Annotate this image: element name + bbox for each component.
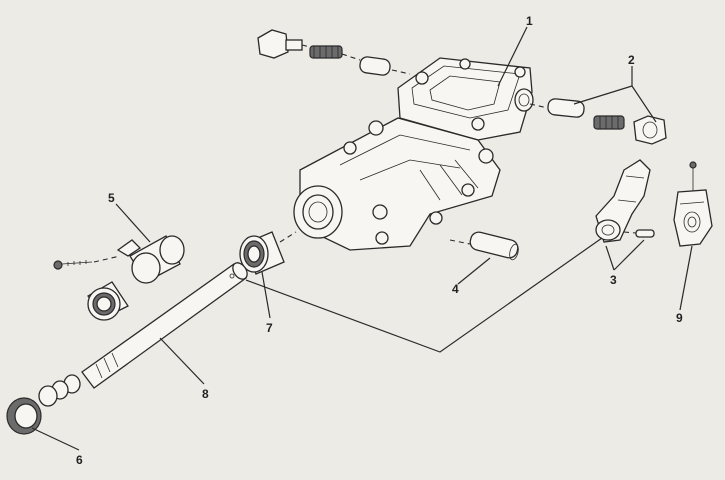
callout-2: 2 [628,53,635,67]
leader-lines [31,26,693,451]
pin-part-4 [449,231,519,261]
needle-bearing-lower [87,281,129,321]
seal-ring-part-6 [6,397,42,435]
callout-4: 4 [452,282,459,296]
callout-6: 6 [76,453,83,467]
callout-1: 1 [526,14,533,28]
needle-bearing-part-7 [239,231,297,275]
callout-7: 7 [266,321,273,335]
lever-part [595,159,655,243]
bracket-part [673,161,713,247]
shaft-part-8 [38,262,248,407]
callout-5: 5 [108,191,115,205]
spring-right [593,115,625,130]
callout-9: 9 [676,311,683,325]
plug-spring-pin-left [257,29,411,76]
spring-left [309,45,343,59]
bushing-part-5 [53,235,185,284]
callout-8: 8 [202,387,209,401]
housing-part [293,57,534,251]
callout-3: 3 [610,273,617,287]
alignment-line [245,237,603,353]
plug-spring-pin-right [529,98,667,145]
